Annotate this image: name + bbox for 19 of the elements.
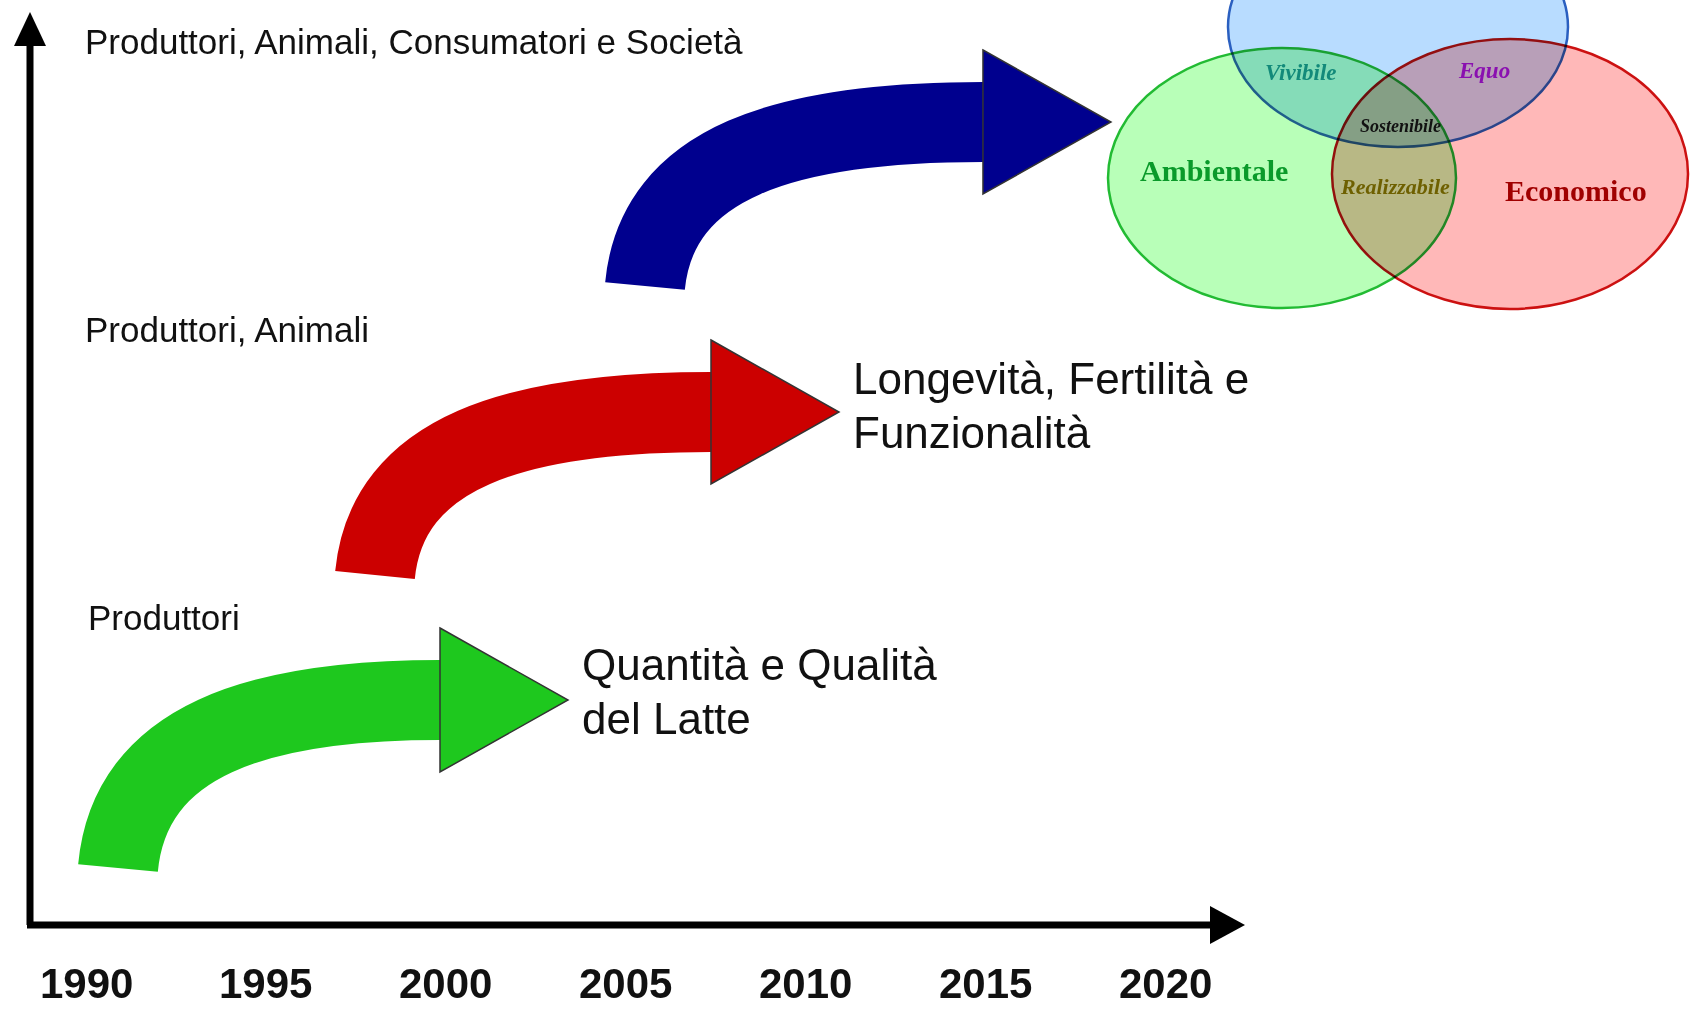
year-label: 1990 [40,960,134,1008]
year-label: 1995 [219,960,313,1008]
year-label: 2020 [1119,960,1213,1008]
curved-arrow [78,627,569,875]
overlap-label: Equo [1459,58,1511,84]
circle-label: Economico [1505,174,1647,208]
circle-label: Ambientale [1140,154,1289,188]
year-label: 2015 [939,960,1033,1008]
year-label: 2005 [579,960,673,1008]
level-label: Produttori, Animali, Consumatori e Società [85,22,743,62]
overlap-label: Realizzabile [1341,174,1450,200]
level-label: Produttori [88,598,240,638]
outcome-text: Quantità e Qualità del Latte [582,638,1002,746]
level-label: Produttori, Animali [85,310,370,350]
year-label: 2010 [759,960,853,1008]
overlap-label: Sostenibile [1360,116,1441,137]
outcome-text: Longevità, Fertilità e Funzionalità [853,352,1253,460]
year-label: 2000 [399,960,493,1008]
overlap-label: Vivibile [1265,60,1337,86]
